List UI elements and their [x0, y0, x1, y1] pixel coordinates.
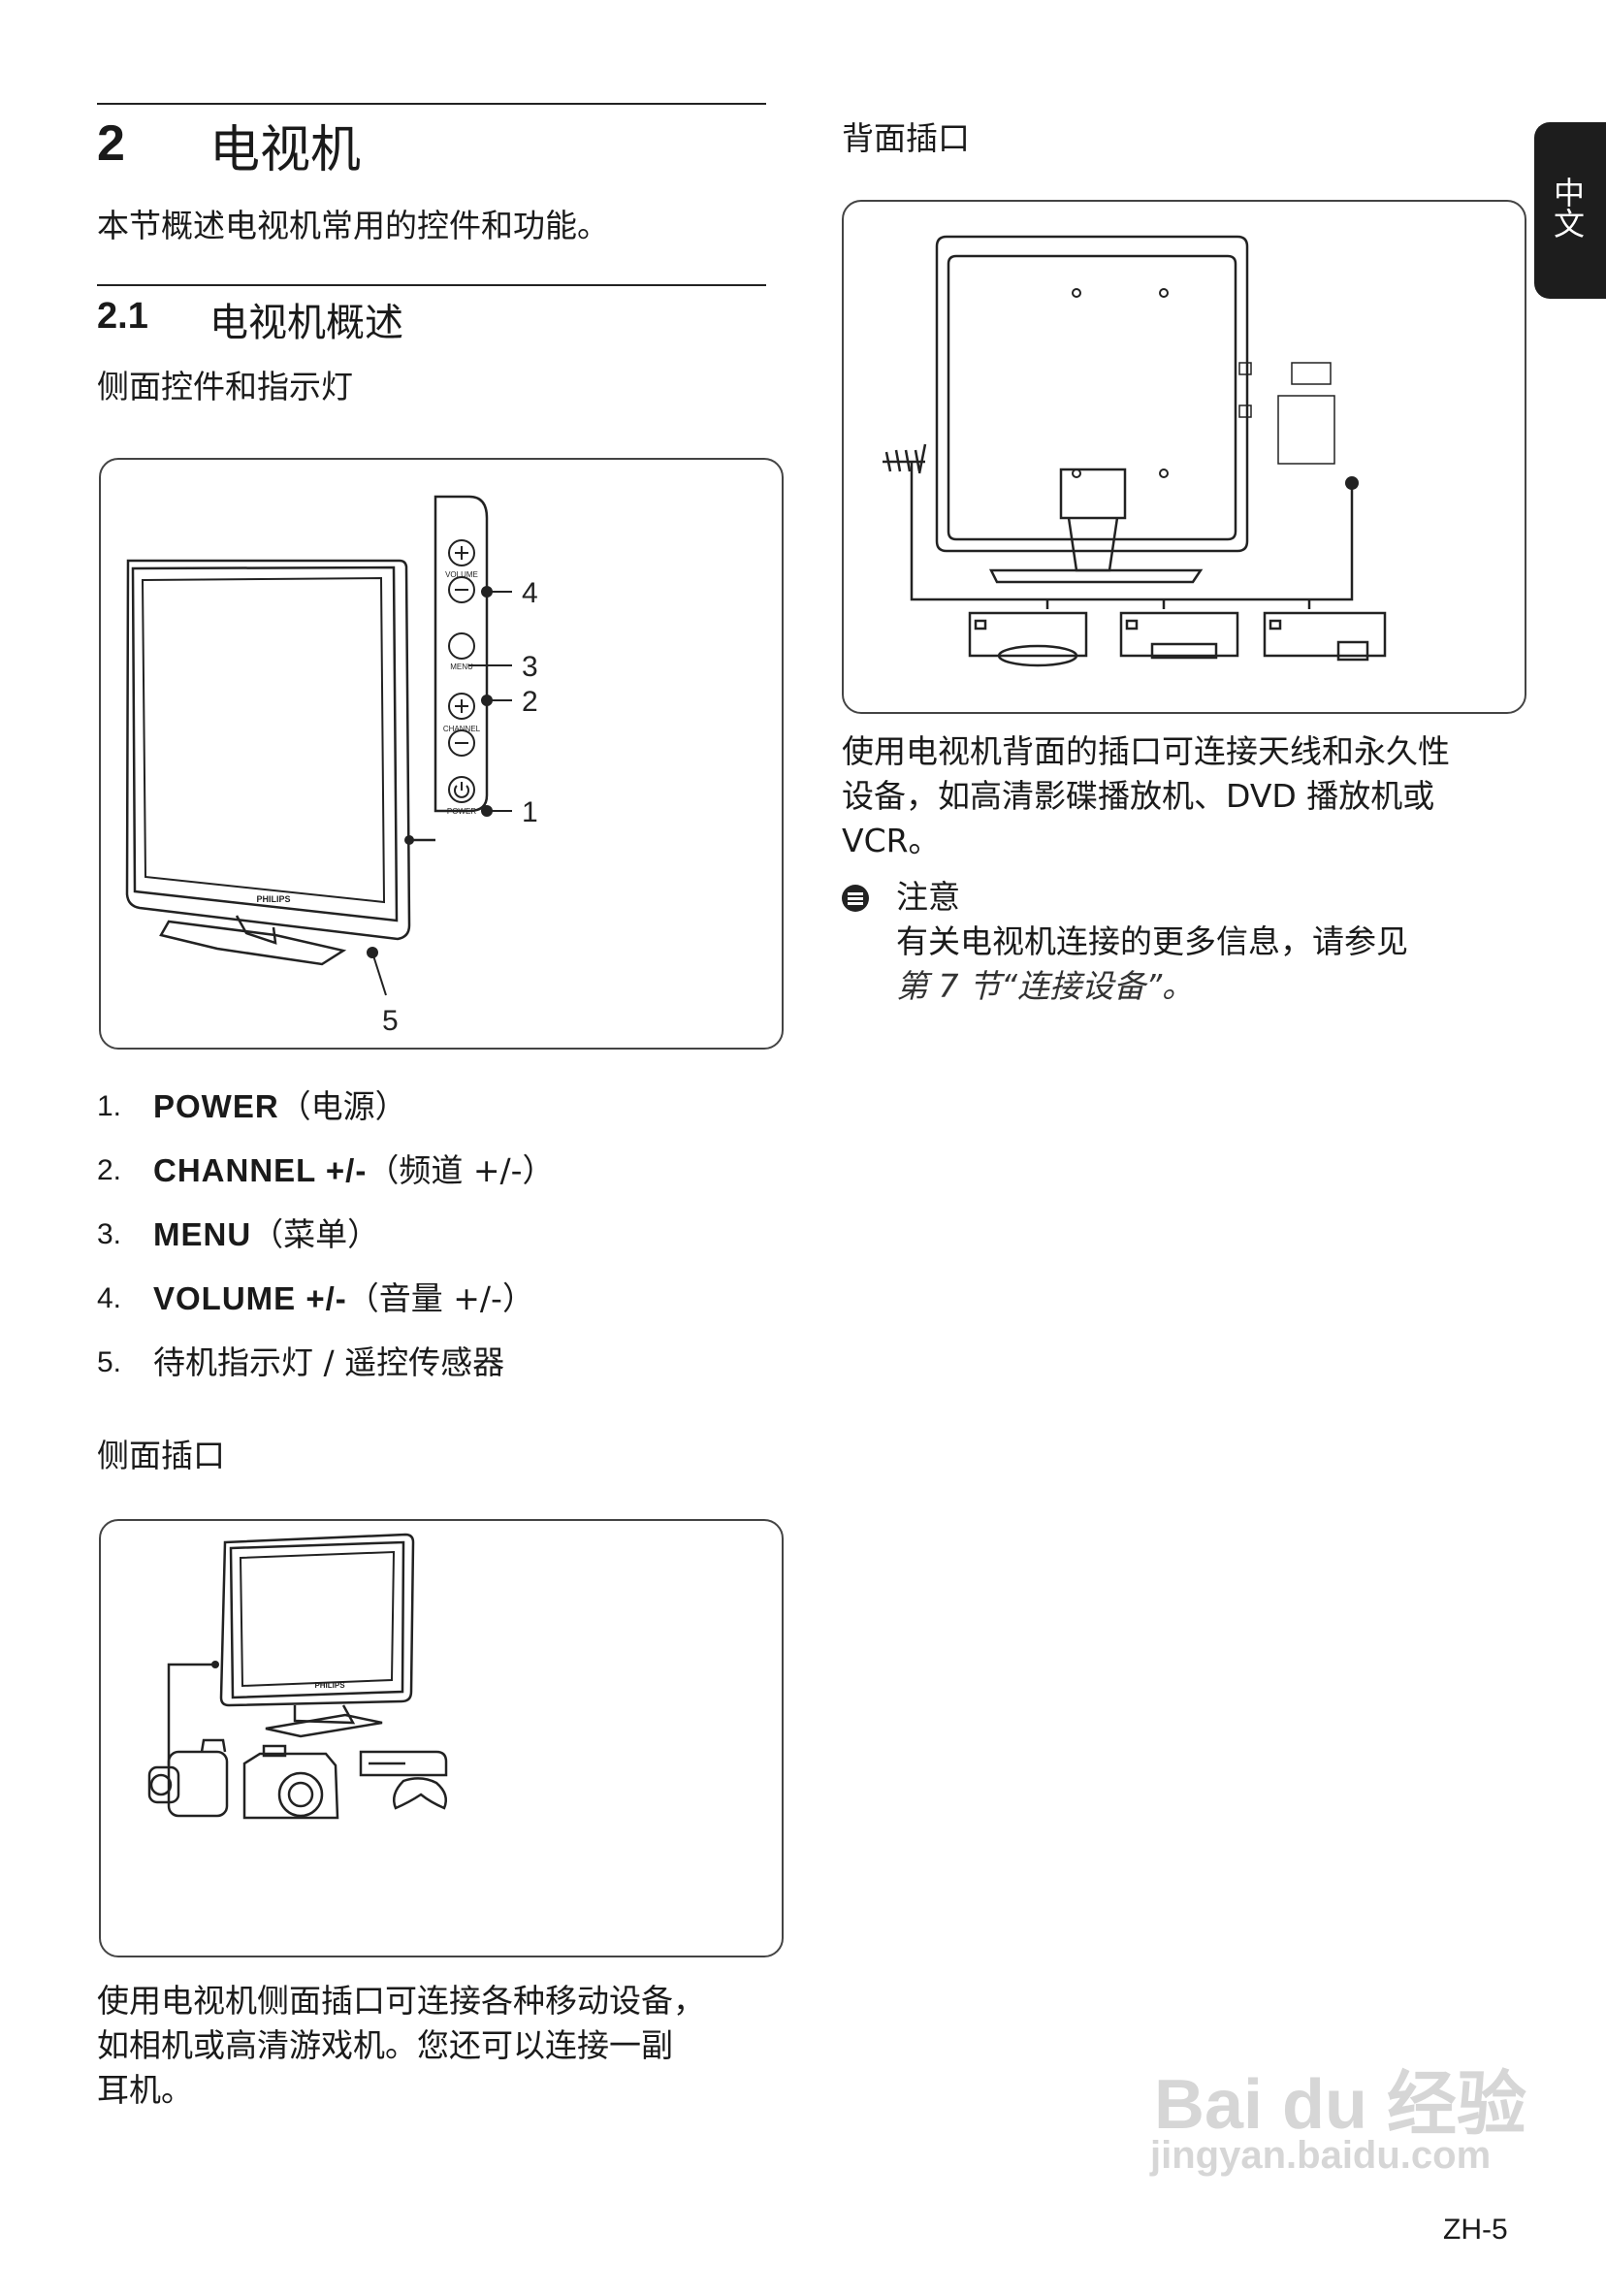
page-number: ZH-5	[1443, 2214, 1508, 2246]
game-console-icon	[359, 1750, 448, 1810]
language-tab: 中文	[1534, 122, 1606, 299]
tv-brand: PHILIPS	[256, 894, 290, 904]
rear-connectors-text: 使用电视机背面的插口可连接天线和永久性 设备，如高清影碟播放机、DVD 播放机或…	[842, 732, 1450, 859]
subsection-rule	[97, 284, 766, 286]
dvd-player-icon	[968, 611, 1088, 667]
subsection-number: 2.1	[97, 296, 148, 337]
callout-2: 2	[522, 686, 538, 718]
language-tab-label: 中文	[1549, 177, 1586, 239]
label-power: POWER	[447, 807, 476, 816]
callout-1: 1	[522, 796, 538, 828]
rear-connectors-heading: 背面插口	[842, 119, 970, 157]
camera-icon	[242, 1744, 339, 1820]
section-number: 2	[97, 115, 125, 172]
vcr-icon	[1119, 611, 1239, 660]
label-channel: CHANNEL	[443, 725, 481, 733]
watermark-logo: Bai du 经验	[1154, 2066, 1527, 2144]
subsection-title: 电视机概述	[209, 301, 403, 345]
side-connectors-illustration: PHILIPS	[147, 1533, 448, 1820]
callout-5: 5	[382, 1005, 399, 1037]
side-controls-figure: VOLUME MENU CHANNEL POWER PHILIPS 4 3 2 …	[99, 458, 784, 1050]
side-connectors-text: 使用电视机侧面插口可连接各种移动设备， 如相机或高清游戏机。您还可以连接一副 耳…	[97, 1982, 705, 2109]
set-top-box-icon	[1263, 611, 1387, 662]
section-intro: 本节概述电视机常用的控件和功能。	[97, 207, 609, 244]
rear-connectors-illustration	[883, 235, 1387, 667]
camcorder-icon	[147, 1738, 229, 1818]
section-title: 电视机	[209, 121, 362, 179]
note-title: 注意	[896, 878, 960, 916]
rear-connectors-figure	[842, 200, 1526, 714]
callout-3: 3	[522, 651, 538, 683]
callout-4: 4	[522, 577, 538, 609]
label-volume: VOLUME	[445, 570, 478, 579]
side-tv-brand: PHILIPS	[314, 1681, 345, 1690]
watermark-url: jingyan.baidu.com	[1150, 2134, 1492, 2177]
label-menu: MENU	[450, 663, 473, 671]
side-connectors-heading: 侧面插口	[97, 1437, 225, 1474]
side-controls-illustration: VOLUME MENU CHANNEL POWER PHILIPS 4 3 2 …	[125, 495, 538, 1037]
side-controls-heading: 侧面控件和指示灯	[97, 368, 353, 405]
note-icon	[842, 885, 869, 912]
note-line1: 有关电视机连接的更多信息，请参见	[896, 922, 1408, 960]
side-connectors-figure: PHILIPS	[99, 1519, 784, 1957]
section-rule	[97, 103, 766, 105]
note-reference: 第 7 节“连接设备”。	[896, 967, 1195, 1005]
